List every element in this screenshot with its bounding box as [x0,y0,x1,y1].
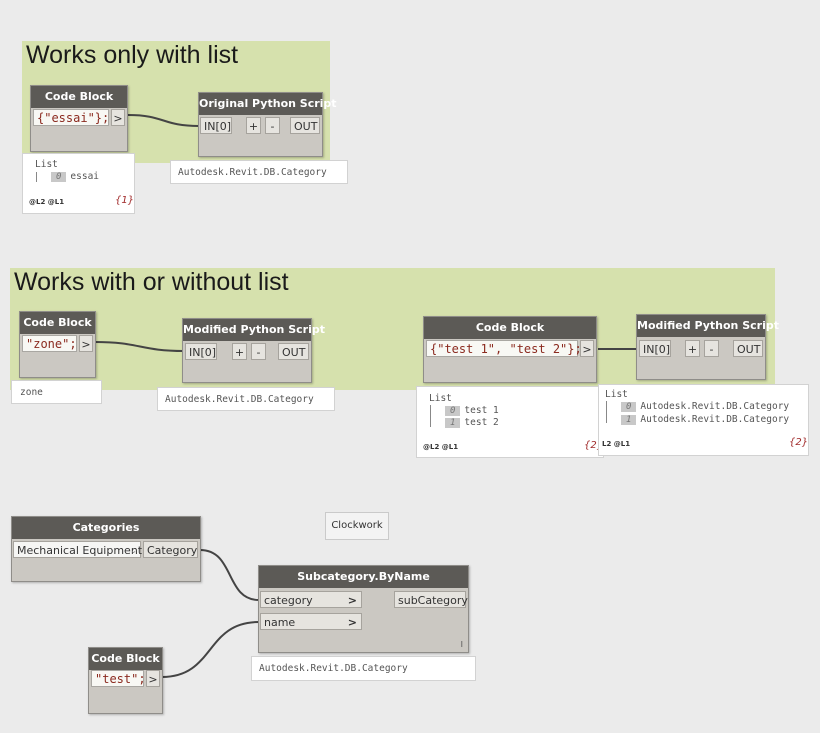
package-name: Clockwork [331,520,383,531]
node-header: Code Block [20,312,95,334]
code-block-node[interactable]: Code Block {"essai"}; > [30,85,128,152]
preview-title: List [605,389,628,400]
item-value: Autodesk.Revit.DB.Category [640,401,790,412]
python-script-node[interactable]: Original Python Script IN[0] + - OUT [198,92,337,157]
preview-value: Autodesk.Revit.DB.Category [178,167,327,178]
code-input[interactable]: {"test 1", "test 2"}; [426,340,582,357]
item-index: 0 [445,406,461,416]
remove-input-button[interactable]: - [265,117,280,134]
item-value: test 2 [464,417,499,428]
input-port-name[interactable]: name > [260,613,362,630]
preview-title: List [35,159,58,170]
output-port[interactable]: Category [143,541,198,558]
item-count: {2} [789,437,809,448]
preview-title: List [429,393,452,404]
category-dropdown[interactable]: Mechanical Equipment ⌄ [13,541,143,558]
list-levels: @L2 @L1 [423,443,459,451]
remove-input-button[interactable]: - [704,340,719,357]
chevron-right-icon: > [347,594,357,607]
preview-value: zone [20,387,43,398]
package-label: Clockwork [325,512,389,540]
output-port[interactable]: > [111,109,125,126]
node-header: Modified Python Script [183,319,325,341]
node-header: Code Block [424,317,596,339]
group-title: Works only with list [26,41,239,69]
output-port[interactable]: OUT [733,340,763,357]
output-port[interactable]: > [79,335,93,352]
add-input-button[interactable]: + [232,343,247,360]
lacing-indicator[interactable]: I [460,640,463,649]
output-port[interactable]: subCategory [394,591,468,608]
subcategory-by-name-node[interactable]: Subcategory.ByName category > name > sub… [258,565,469,653]
code-block-node[interactable]: Code Block "zone"; > [19,311,96,378]
item-value: Autodesk.Revit.DB.Category [640,414,790,425]
input-port[interactable]: IN[0] [639,340,671,357]
item-index: 0 [621,402,637,412]
item-index: 1 [445,418,461,428]
input-port-category[interactable]: category > [260,591,362,608]
add-input-button[interactable]: + [246,117,261,134]
node-header: Categories [12,517,200,539]
group-title: Works with or without list [14,268,289,296]
code-input[interactable]: {"essai"}; [33,109,109,126]
output-port[interactable]: > [146,670,160,687]
input-port[interactable]: IN[0] [185,343,217,360]
preview-value: Autodesk.Revit.DB.Category [165,394,314,405]
node-header: Code Block [89,648,162,670]
node-header: Subcategory.ByName [259,566,468,588]
remove-input-button[interactable]: - [251,343,266,360]
add-input-button[interactable]: + [685,340,700,357]
code-input[interactable]: "zone"; [22,335,77,352]
node-output-preview[interactable]: Autodesk.Revit.DB.Category [251,656,476,681]
item-index: 1 [621,415,637,425]
item-value: test 1 [464,405,499,416]
dropdown-selected-value: Mechanical Equipment [17,544,143,557]
node-header: Original Python Script [199,93,337,115]
item-count: {1} [115,195,135,206]
python-script-node[interactable]: Modified Python Script IN[0] + - OUT [636,314,779,380]
code-block-node[interactable]: Code Block "test"; > [88,647,163,714]
item-count: {2} [584,440,604,451]
tree-line [36,172,37,182]
tree-line [606,401,607,423]
tree-line [430,405,431,427]
item-index: 0 [51,172,67,182]
node-header: Code Block [31,86,127,108]
node-header: Modified Python Script [637,315,779,337]
output-port[interactable]: OUT [278,343,309,360]
node-output-preview[interactable]: Autodesk.Revit.DB.Category [170,160,348,184]
chevron-right-icon: > [347,616,357,629]
list-levels: L2 @L1 [602,440,631,448]
python-script-node[interactable]: Modified Python Script IN[0] + - OUT [182,318,325,383]
chevron-down-icon: ⌄ [130,546,137,555]
input-port[interactable]: IN[0] [200,117,232,134]
port-label: name [264,616,296,629]
categories-node[interactable]: Categories Mechanical Equipment ⌄ Catego… [11,516,201,582]
node-output-preview[interactable]: zone [11,380,102,404]
item-value: essai [70,171,100,182]
code-block-node[interactable]: Code Block {"test 1", "test 2"}; > [423,316,597,383]
output-port[interactable]: OUT [290,117,320,134]
list-levels: @L2 @L1 [29,198,65,206]
preview-value: Autodesk.Revit.DB.Category [259,663,408,674]
port-label: category [264,594,313,607]
node-output-preview[interactable]: Autodesk.Revit.DB.Category [157,387,335,411]
output-port[interactable]: > [580,340,594,357]
code-input[interactable]: "test"; [91,670,146,687]
